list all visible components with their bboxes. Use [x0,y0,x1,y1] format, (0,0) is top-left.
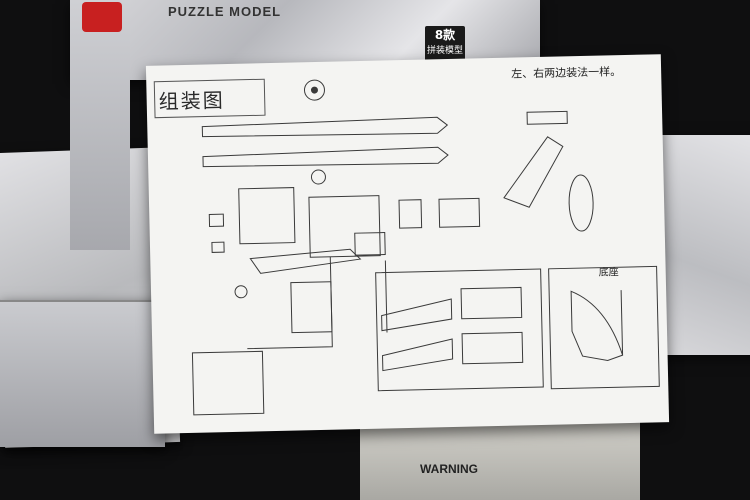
model-box-left-side [0,300,165,447]
skid-part [249,248,362,274]
sheet-title: 组装图 [158,88,225,114]
variant-unit: 款 [443,28,456,42]
guide-line-1 [247,256,333,350]
base-label: 底座 [598,267,619,279]
sheet-note: 左、右两边装法一样。 [511,65,622,81]
tail-boom-part [438,197,481,228]
guide-line-2 [384,260,388,333]
variant-badge: 8款 拼装模型 [425,26,465,64]
display-stand [570,290,624,362]
detail-box-center [375,268,544,392]
connector-part [398,199,423,229]
series-label: PUZZLE MODEL [168,4,282,19]
detail-box-small [191,350,265,416]
ring-part [310,169,326,185]
box-side-band [70,0,130,250]
tail-wheel-part [568,174,594,232]
title-frame [153,78,266,119]
tail-fin-part [503,136,564,208]
fuselage-part [238,187,296,245]
variant-sub-label: 拼装模型 [426,46,463,56]
body-part [308,195,381,258]
hub-part [303,79,325,101]
rotor-blade-2 [202,146,449,168]
seat-part [290,281,333,334]
instruction-sheet: 组装图 左、右两边装法一样。 底座 [145,54,670,434]
detail-box-base [548,265,660,390]
tail-rotor-part [526,110,568,125]
rotor-blade-1 [201,116,449,138]
bag-warning-text: WARNING [420,462,478,476]
engine-part [354,232,386,256]
brand-logo [82,2,122,32]
assembly-diagram [153,78,660,416]
variant-number: 8 [434,28,444,42]
model-box-right [655,135,750,355]
box-series-text: PUZZLE MODEL [168,4,281,19]
